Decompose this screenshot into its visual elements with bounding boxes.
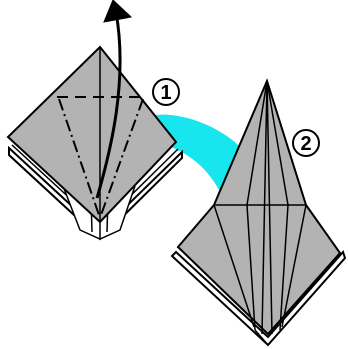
step-2-circle bbox=[292, 129, 320, 157]
step-1-square-base bbox=[6, 45, 178, 224]
step-2-badge: 2 bbox=[292, 129, 320, 157]
step-2-bottom-point bbox=[254, 329, 282, 347]
step-1-number: 1 bbox=[160, 82, 171, 104]
step-2-center-edge-right bbox=[266, 80, 273, 335]
step-1-mountain-fold-left bbox=[58, 98, 100, 216]
step-2-flap-edge-right bbox=[279, 204, 289, 331]
step-2-lower-edge-left bbox=[213, 204, 255, 328]
step-2-spike-crease-left bbox=[246, 80, 268, 206]
step-1-figure bbox=[6, 0, 183, 241]
step-1-circle bbox=[152, 78, 180, 106]
arrowhead-icon bbox=[103, 0, 133, 23]
step-2-spike-crease-right bbox=[266, 80, 289, 206]
step-2-center-edge-left bbox=[261, 80, 268, 335]
step-2-lower-edge-right bbox=[281, 204, 307, 328]
step-2-figure bbox=[170, 78, 347, 347]
step-1-badge: 1 bbox=[152, 78, 180, 106]
transition-band bbox=[155, 114, 241, 196]
fold-up-arrow bbox=[95, 11, 122, 199]
step-2-flap-edge-left bbox=[246, 204, 256, 331]
step-1-mountain-fold-right bbox=[100, 98, 144, 216]
step-2-number: 2 bbox=[300, 133, 311, 155]
step-2-petal-fold bbox=[176, 78, 342, 336]
